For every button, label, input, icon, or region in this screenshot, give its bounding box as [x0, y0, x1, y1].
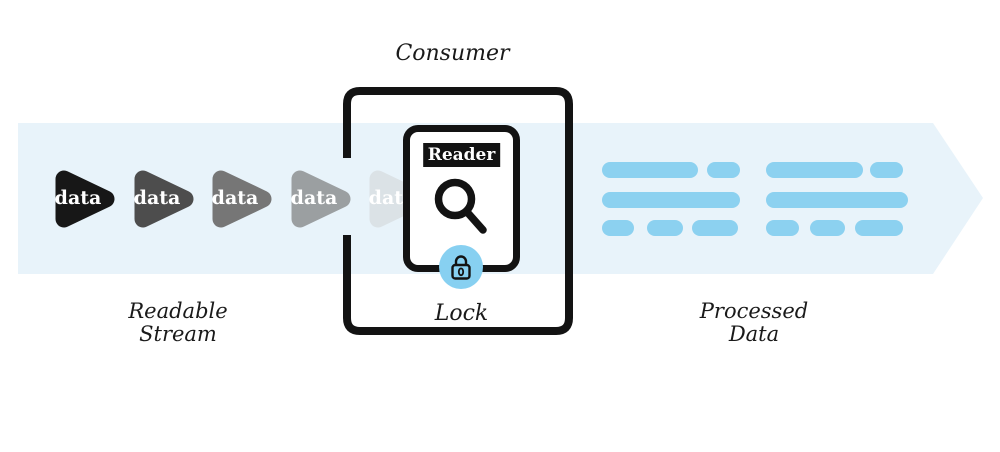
data-chunk-label: data [133, 187, 181, 210]
processed-data-bar [692, 220, 738, 236]
readable-stream-caption: Readable Stream [98, 300, 258, 346]
consumer-box-outline [343, 87, 573, 335]
stream-data-chunk: data [210, 168, 274, 230]
reader-label: Reader [422, 143, 501, 168]
processed-data-bar [707, 162, 740, 178]
processed-data-bar [870, 162, 903, 178]
processed-data-caption: Processed Data [674, 300, 834, 346]
magnifier-icon [434, 178, 487, 234]
processed-data-caption-line1: Processed [699, 299, 809, 323]
processed-data-bar [766, 220, 799, 236]
stream-data-chunk: data [132, 168, 196, 230]
stream-data-chunk: data [289, 168, 353, 230]
lock-caption: Lock [434, 301, 489, 326]
data-triangle-icon [291, 170, 351, 228]
processed-data-caption-line2: Data [728, 322, 780, 346]
data-chunk-label: data [54, 187, 102, 210]
processed-data-bar [810, 220, 845, 236]
lock-icon [451, 255, 471, 280]
processed-data-bar [602, 192, 740, 208]
data-chunk-label: data [290, 187, 338, 210]
processed-data-bar [766, 162, 863, 178]
stream-data-chunk: data [53, 168, 117, 230]
readable-stream-caption-line1: Readable [128, 299, 228, 323]
processed-data-bar [602, 220, 634, 236]
data-triangle-icon [212, 170, 272, 228]
data-chunk-label: data [211, 187, 259, 210]
processed-data-bar [855, 220, 903, 236]
lock-badge [439, 245, 483, 289]
data-triangle-icon [369, 170, 429, 228]
processed-data-bar [602, 162, 698, 178]
consumer-caption: Consumer [395, 41, 510, 66]
data-triangle-icon [134, 170, 194, 228]
data-triangle-icon [55, 170, 115, 228]
readable-stream-caption-line2: Stream [139, 322, 217, 346]
processed-data-bar [766, 192, 908, 208]
processed-data-bar [647, 220, 683, 236]
